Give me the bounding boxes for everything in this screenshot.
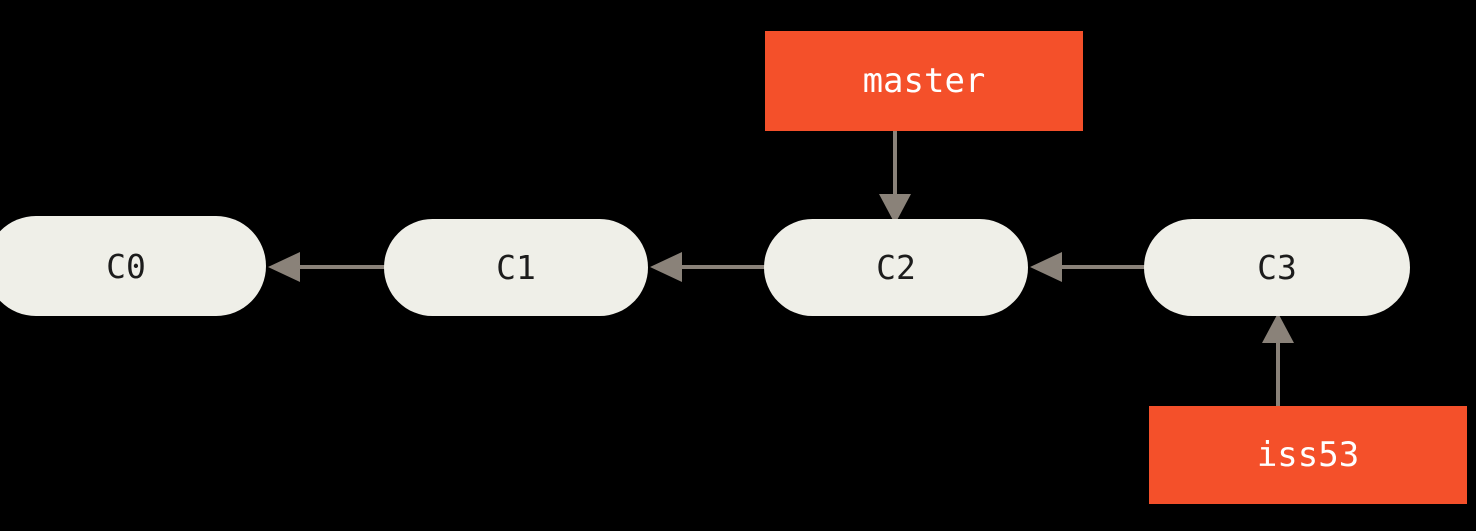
commit-label-c0: C0 <box>106 246 146 286</box>
edge-c1-to-c0 <box>268 252 393 282</box>
edge-c2-to-c1 <box>650 252 775 282</box>
branch-box-master[interactable]: master <box>765 31 1083 131</box>
commit-node-c3[interactable]: C3 <box>1144 219 1410 316</box>
edge-c3-to-c2 <box>1030 252 1155 282</box>
commit-label-c2: C2 <box>876 248 916 287</box>
branch-label-master: master <box>862 61 986 101</box>
commit-node-c2[interactable]: C2 <box>764 219 1028 316</box>
branch-box-iss53[interactable]: iss53 <box>1149 406 1467 504</box>
edge-master-to-c2 <box>879 131 911 224</box>
commit-label-c3: C3 <box>1257 248 1297 287</box>
branch-label-iss53: iss53 <box>1256 435 1360 475</box>
commit-node-c1[interactable]: C1 <box>384 219 648 316</box>
commit-label-c1: C1 <box>496 248 536 287</box>
edge-iss53-to-c3 <box>1262 313 1294 406</box>
commit-node-c0[interactable]: C0 <box>0 216 266 316</box>
